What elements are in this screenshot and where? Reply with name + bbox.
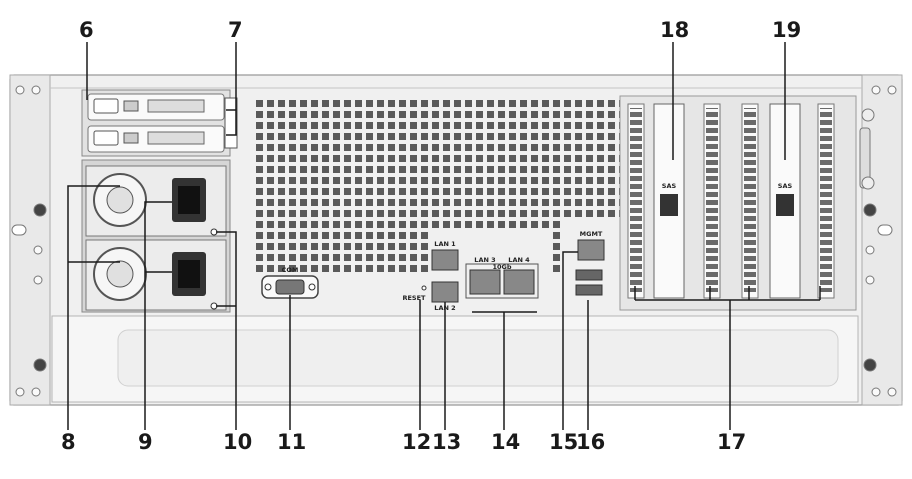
drive-bays [81, 89, 238, 157]
lan-ports [421, 239, 605, 303]
com-label: COM [282, 266, 299, 274]
reset-label: RESET [402, 294, 426, 302]
sas-left-label: SAS [662, 182, 677, 190]
sas-right-label: SAS [778, 182, 793, 190]
callout-13: 13 [432, 430, 462, 454]
callout-6: 6 [79, 18, 94, 42]
callout-10: 10 [223, 430, 253, 454]
mgmt-label: MGMT [580, 230, 603, 238]
callout-18: 18 [660, 18, 690, 42]
callout-9: 9 [138, 430, 153, 454]
power-supplies [81, 159, 231, 313]
tengb-label: 10Gb [492, 263, 511, 271]
lan1-label: LAN 1 [434, 240, 456, 248]
callout-19: 19 [772, 18, 802, 42]
lan3-label: LAN 3 [474, 256, 495, 264]
lan4-label: LAN 4 [508, 256, 530, 264]
com-port [261, 275, 319, 299]
callout-14: 14 [491, 430, 521, 454]
callout-17: 17 [717, 430, 747, 454]
callout-7: 7 [228, 18, 243, 42]
callout-8: 8 [61, 430, 76, 454]
callout-11: 11 [277, 430, 307, 454]
leader-lines [67, 42, 821, 430]
callout-16: 16 [576, 430, 606, 454]
callout-15: 15 [549, 430, 579, 454]
pcie-slots [619, 95, 857, 311]
callout-12: 12 [402, 430, 432, 454]
rack-ear-screws [11, 85, 897, 397]
